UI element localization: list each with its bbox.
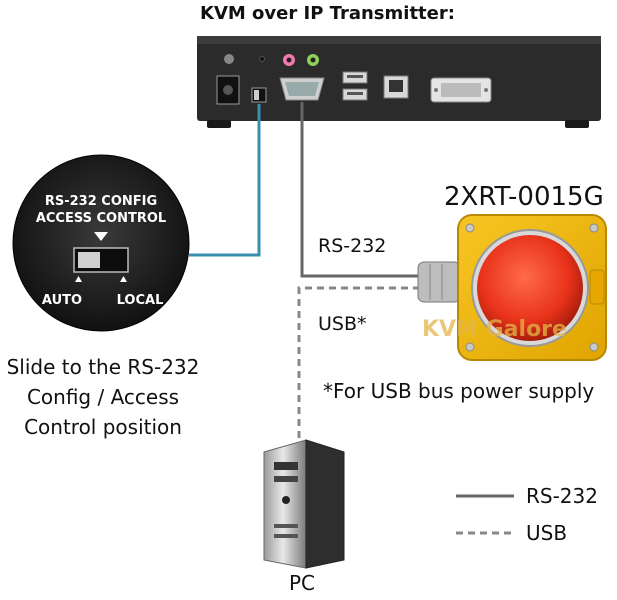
- arrow-up-icon: [120, 276, 127, 282]
- pc-icon: [263, 439, 345, 569]
- pc-label: PC: [289, 571, 315, 595]
- red-push-button[interactable]: [477, 235, 583, 341]
- power-jack-socket: [223, 85, 233, 95]
- legend: RS-232 USB: [456, 484, 598, 545]
- rs232-cable: [300, 102, 422, 278]
- instruction-line2: Config / Access: [27, 385, 179, 409]
- emergency-button-device: [417, 214, 607, 361]
- pc-drive-bay: [274, 476, 298, 482]
- switch-label-line2: ACCESS CONTROL: [36, 211, 166, 226]
- cable-gland: [417, 261, 461, 303]
- legend-usb-label: USB: [526, 521, 567, 545]
- legend-rs232-label: RS-232: [526, 484, 598, 508]
- switch-slider-knob: [78, 252, 100, 268]
- switch-auto-label: AUTO: [42, 293, 82, 308]
- diagram-title: KVM over IP Transmitter:: [200, 3, 455, 24]
- pc-power-button-icon: [282, 496, 290, 504]
- transmitter-top-edge: [197, 36, 601, 44]
- screw-icon: [589, 342, 599, 352]
- arrow-down-icon: [94, 232, 108, 241]
- switch-closeup-circle: [12, 154, 190, 332]
- screw-icon: [589, 223, 599, 233]
- led-indicator: [259, 56, 265, 62]
- instruction-line1: Slide to the RS-232: [7, 355, 200, 379]
- switch-local-label: LOCAL: [117, 293, 164, 308]
- usb-cable: [297, 286, 422, 450]
- transmitter-foot-right: [565, 120, 589, 128]
- pc-tower-side: [305, 439, 345, 569]
- pc-drive-bay: [274, 462, 298, 470]
- transmitter-foot-left: [207, 120, 231, 128]
- switch-callout-line: [189, 104, 261, 257]
- switch-slider: [254, 90, 259, 100]
- device-side-latch: [589, 269, 605, 305]
- instruction-line3: Control position: [24, 415, 182, 439]
- screw-icon: [465, 223, 475, 233]
- arrow-up-icon: [75, 276, 82, 282]
- rs232-cable-label: RS-232: [318, 235, 386, 257]
- switch-label-line1: RS-232 CONFIG: [45, 194, 157, 209]
- screw-icon: [465, 342, 475, 352]
- pc-tower-front: [263, 439, 307, 569]
- watermark-logo: KVM Galore: [422, 317, 567, 342]
- kvm-transmitter: [197, 36, 601, 128]
- usb-power-footnote: *For USB bus power supply: [323, 379, 594, 403]
- device-model-label: 2XRT-0015G: [444, 182, 604, 212]
- usb-cable-label: USB*: [318, 313, 367, 335]
- ground-screw-icon: [224, 54, 234, 64]
- switch-closeup: RS-232 CONFIG ACCESS CONTROL AUTO LOCAL: [12, 154, 190, 332]
